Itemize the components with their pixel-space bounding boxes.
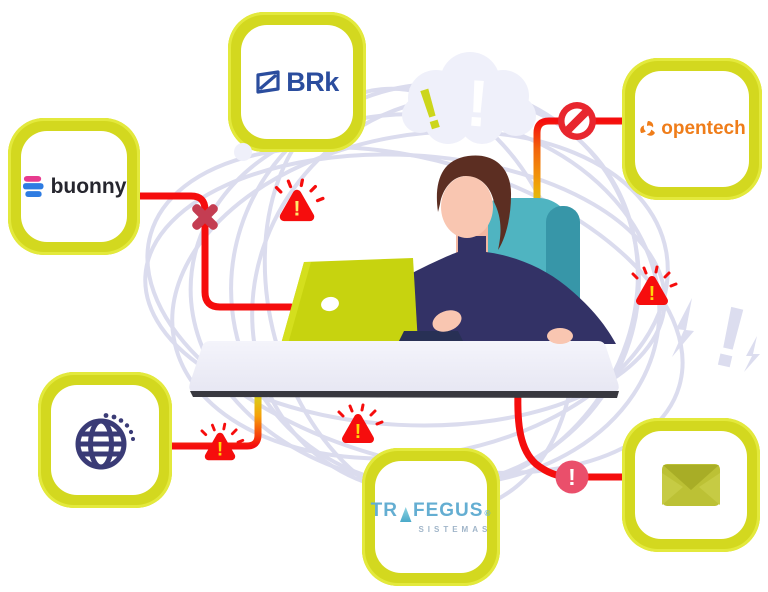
card-globe-inner bbox=[51, 385, 159, 495]
card-buonny: buonny bbox=[8, 118, 140, 255]
brk-logo: BRk bbox=[255, 67, 339, 98]
lightning-bolt-icon bbox=[672, 298, 694, 357]
card-trafegus: TR A FEGUS ® SISTEMAS bbox=[362, 448, 500, 586]
globe-dotted-arc bbox=[103, 413, 135, 441]
trafegus-text-suffix: FEGUS bbox=[412, 500, 484, 521]
opentech-pinwheel-icon bbox=[640, 121, 656, 136]
brk-badge-icon bbox=[256, 70, 280, 94]
svg-text:!: ! bbox=[649, 283, 656, 305]
card-brk-inner: BRk bbox=[241, 25, 353, 139]
x-mark-icon bbox=[192, 204, 218, 230]
card-opentech-inner: opentech bbox=[635, 71, 749, 187]
keyboard bbox=[398, 331, 464, 343]
alert-triangle-icon: ! bbox=[200, 422, 245, 461]
lightning-bolt-icon bbox=[744, 336, 760, 372]
thought-cloud: ! ! bbox=[234, 52, 536, 161]
hair bbox=[436, 155, 512, 250]
card-email-inner bbox=[635, 431, 747, 539]
globe-icon bbox=[75, 413, 135, 470]
face bbox=[441, 176, 493, 238]
alert-triangle-icon: ! bbox=[274, 178, 325, 222]
card-opentech: opentech bbox=[622, 58, 762, 200]
svg-text:!: ! bbox=[217, 440, 223, 461]
connector-globe-desk bbox=[166, 388, 262, 450]
big-exclamation: ! bbox=[706, 288, 756, 388]
desk-edge bbox=[190, 391, 619, 398]
trafegus-wordmark: TR A FEGUS ® bbox=[371, 500, 492, 522]
svg-text:!: ! bbox=[293, 196, 300, 221]
trafegus-text-prefix: TR bbox=[370, 500, 398, 521]
right-hand bbox=[547, 328, 573, 344]
laptop-logo bbox=[321, 296, 339, 312]
card-globe bbox=[38, 372, 172, 508]
alert-triangle-icon: ! bbox=[631, 265, 678, 305]
buonny-logo-text: buonny bbox=[50, 174, 127, 198]
error-badge-exclamation: ! bbox=[568, 464, 576, 490]
svg-text:!: ! bbox=[355, 421, 362, 443]
card-trafegus-inner: TR A FEGUS ® SISTEMAS bbox=[371, 461, 490, 573]
card-brk: BRk bbox=[228, 12, 366, 152]
big-exclamation-group: ! bbox=[672, 288, 760, 388]
card-buonny-inner: buonny bbox=[21, 131, 127, 242]
connector-opentech-chair bbox=[533, 117, 628, 218]
brk-logo-text: BRk bbox=[286, 66, 339, 97]
trafegus-logo: TR A FEGUS ® SISTEMAS bbox=[371, 500, 492, 534]
trafegus-subtitle: SISTEMAS bbox=[418, 525, 492, 534]
card-email bbox=[622, 418, 760, 552]
buonny-ribbons-icon bbox=[22, 175, 44, 198]
alert-triangle-icon: ! bbox=[337, 403, 384, 443]
opentech-logo-text: opentech bbox=[661, 118, 746, 139]
no-entry-icon bbox=[558, 102, 596, 140]
connector-buonny-laptop bbox=[134, 192, 295, 311]
exclamation-circle-icon: ! bbox=[555, 460, 589, 494]
registered-mark: ® bbox=[484, 509, 492, 518]
trafegus-sail-letter: A bbox=[400, 507, 412, 522]
desk bbox=[189, 341, 619, 398]
envelope-icon bbox=[662, 464, 720, 506]
cloud-exclamation-white: ! bbox=[464, 65, 491, 140]
left-hand bbox=[432, 310, 462, 332]
cloud-trail-dot bbox=[234, 143, 252, 161]
opentech-logo: opentech bbox=[638, 118, 746, 140]
laptop bbox=[281, 258, 464, 344]
buonny-logo: buonny bbox=[22, 174, 127, 199]
